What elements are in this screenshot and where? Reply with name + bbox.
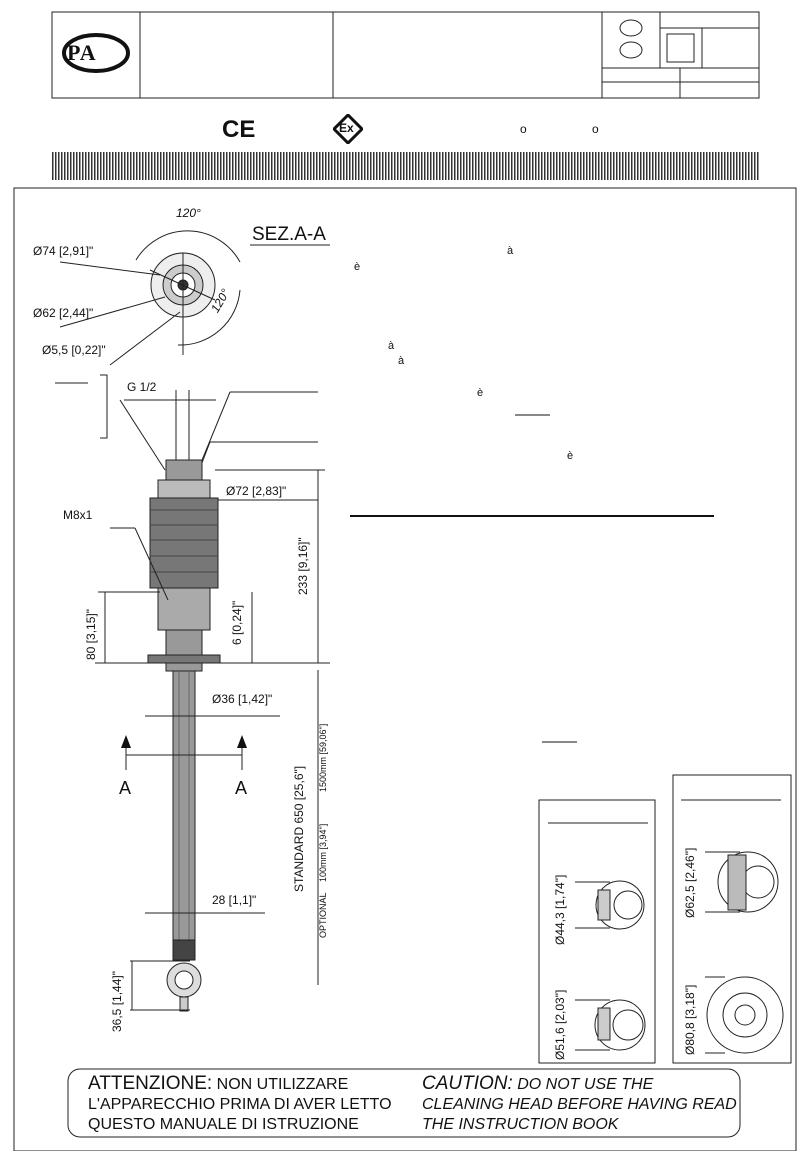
dim-d808: Ø80,8 [3,18"] bbox=[683, 984, 697, 1055]
dim-g12: G 1/2 bbox=[127, 380, 157, 394]
degree-mark-2: o bbox=[592, 122, 599, 136]
dim-m8x1: M8x1 bbox=[63, 508, 93, 522]
dimension-lines bbox=[95, 469, 330, 1011]
dim-h80: 80 [3,15]" bbox=[84, 609, 98, 660]
accent-char: à bbox=[388, 340, 395, 352]
accent-char: à bbox=[398, 355, 405, 367]
dim-d443: Ø44,3 [1,74"] bbox=[553, 874, 567, 945]
title-block bbox=[51, 11, 760, 99]
dim-h365: 36,5 [1,44]" bbox=[110, 971, 124, 1032]
warning-it-line2: L'APPARECCHIO PRIMA DI AVER LETTO bbox=[88, 1096, 392, 1113]
dim-d62: Ø62 [2,44]" bbox=[33, 306, 94, 320]
warning-en-line1: DO NOT USE THE bbox=[517, 1076, 654, 1093]
dim-optional-label: OPTIONAL bbox=[318, 892, 328, 938]
dim-d625: Ø62,5 [2,46"] bbox=[683, 847, 697, 918]
dim-d72: Ø72 [2,83]" bbox=[226, 484, 287, 498]
dim-d36: Ø36 [1,42]" bbox=[212, 692, 273, 706]
warning-en-line2: CLEANING HEAD BEFORE HAVING READ bbox=[422, 1096, 737, 1113]
warning-italian: ATTENZIONE: NON UTILIZZARE L'APPARECCHIO… bbox=[88, 1074, 392, 1135]
section-arrow-label-left: A bbox=[119, 778, 132, 798]
dim-h233: 233 [9,16]" bbox=[296, 537, 310, 595]
dim-d516: Ø51,6 [2,03"] bbox=[553, 989, 567, 1060]
dim-d55: Ø5,5 [0,22]" bbox=[42, 343, 106, 357]
detail-box-left bbox=[538, 799, 656, 1064]
main-frame bbox=[13, 187, 797, 1151]
dim-optional-1500: 1500mm [59,06"] bbox=[318, 723, 328, 792]
degree-mark-1: o bbox=[520, 122, 527, 136]
pa-logo bbox=[62, 33, 130, 73]
dim-standard: STANDARD 650 [25,6"] bbox=[292, 765, 306, 892]
section-arrowheads bbox=[121, 735, 247, 748]
warning-english: CAUTION: DO NOT USE THE CLEANING HEAD BE… bbox=[422, 1074, 737, 1135]
section-arrow-label-right: A bbox=[235, 778, 248, 798]
section-view bbox=[59, 230, 330, 366]
accent-char: à bbox=[507, 245, 514, 257]
ce-mark: CE bbox=[222, 116, 256, 143]
ex-mark-text: Ex bbox=[339, 121, 354, 135]
section-label: SEZ.A-A bbox=[252, 224, 326, 245]
dim-h6: 6 [0,24]" bbox=[230, 600, 244, 645]
detail-box-right bbox=[672, 774, 792, 1064]
cleaning-head-body bbox=[147, 459, 221, 1012]
accent-char: è bbox=[354, 261, 361, 273]
accent-char: è bbox=[567, 450, 574, 462]
dim-d28: 28 [1,1]" bbox=[212, 893, 257, 907]
angle-top: 120° bbox=[176, 206, 201, 220]
warning-en-line3: THE INSTRUCTION BOOK bbox=[422, 1116, 619, 1133]
barcode-strip bbox=[52, 152, 759, 180]
ex-mark: Ex bbox=[333, 114, 363, 144]
dim-d74: Ø74 [2,91]" bbox=[33, 244, 94, 258]
warning-it-heading: ATTENZIONE: bbox=[88, 1073, 213, 1094]
dim-optional-100: 100mm [3,94"] bbox=[318, 823, 328, 882]
warning-en-heading: CAUTION: bbox=[422, 1073, 513, 1094]
accent-char: è bbox=[477, 387, 484, 399]
warning-it-line3: QUESTO MANUALE DI ISTRUZIONE bbox=[88, 1116, 359, 1133]
warning-box bbox=[67, 1068, 741, 1138]
warning-it-line1: NON UTILIZZARE bbox=[216, 1076, 349, 1093]
left-bracket bbox=[55, 374, 108, 439]
logo-text: PA bbox=[67, 40, 97, 65]
text-rules bbox=[350, 414, 714, 743]
leader-lines bbox=[119, 390, 318, 471]
